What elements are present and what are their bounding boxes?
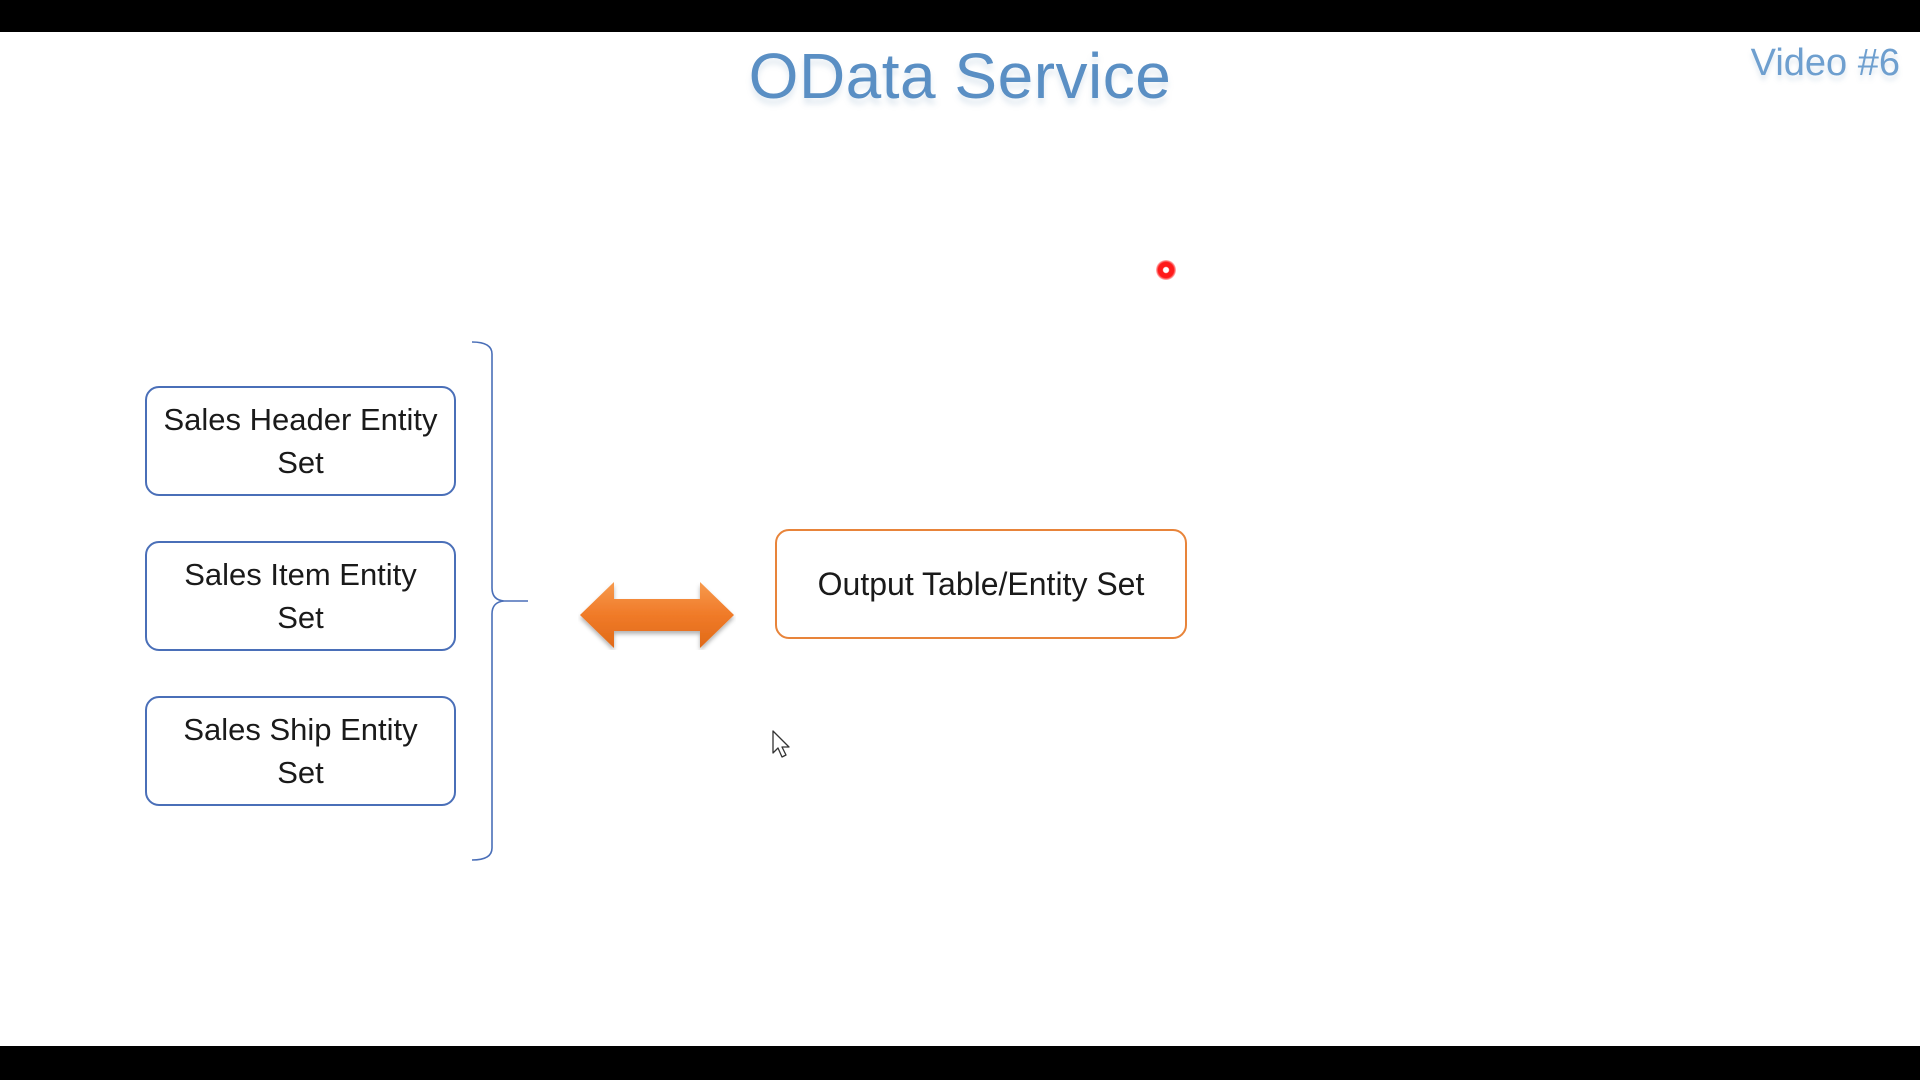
double-arrow-icon [580, 582, 734, 648]
sales-item-entity-label: Sales Item Entity Set [184, 557, 417, 635]
sales-ship-entity-box: Sales Ship Entity Set [145, 696, 456, 806]
slide-title: OData Service [748, 40, 1172, 112]
laser-pointer-icon [1156, 260, 1176, 280]
sales-header-entity-box: Sales Header Entity Set [145, 386, 456, 496]
letterbox-top [0, 0, 1920, 32]
letterbox-bottom [0, 1046, 1920, 1080]
output-table-entity-label: Output Table/Entity Set [817, 565, 1145, 602]
output-table-entity-box: Output Table/Entity Set [775, 529, 1187, 639]
slide-canvas: OData Service Video #6 Sales Header Enti… [0, 32, 1920, 1046]
mouse-cursor-icon [772, 730, 790, 758]
sales-header-entity-label: Sales Header Entity Set [163, 402, 438, 480]
sales-ship-entity-label: Sales Ship Entity Set [183, 712, 418, 790]
right-brace-icon [471, 341, 528, 861]
video-number-label: Video #6 [1750, 42, 1900, 84]
sales-item-entity-box: Sales Item Entity Set [145, 541, 456, 651]
